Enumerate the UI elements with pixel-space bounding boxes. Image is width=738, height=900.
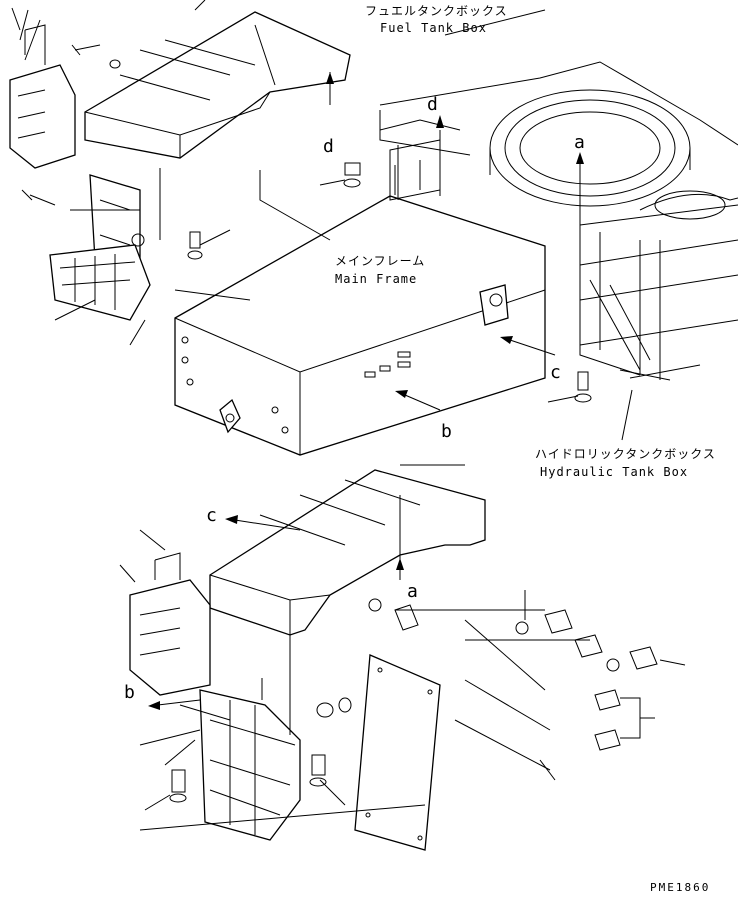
fuel-tank-box-label-en: Fuel Tank Box	[380, 21, 487, 35]
callout-b-bottom: b	[124, 682, 135, 703]
top-bolts	[109, 59, 592, 403]
top-tank-cover	[84, 11, 351, 159]
fuel-tank-box-label-jp: フュエルタンクボックス	[365, 4, 508, 18]
bottom-tank-cover	[209, 469, 486, 636]
callout-a-bottom: a	[407, 581, 418, 602]
callout-b-top: b	[441, 421, 452, 442]
callout-d-2: d	[427, 94, 438, 115]
callout-a-top: a	[574, 132, 585, 153]
slewing-ring	[379, 61, 738, 220]
callout-d-1: d	[323, 136, 334, 157]
bottom-left-parts	[129, 552, 327, 841]
bottom-arrows	[148, 515, 404, 710]
hydraulic-tank-box-structure	[579, 204, 738, 381]
main-frame-label-en: Main Frame	[335, 272, 417, 286]
top-leader-lines	[11, 0, 633, 441]
callout-c-top: c	[550, 362, 561, 383]
hydraulic-tank-box-label-jp: ハイドロリックタンクボックス	[535, 447, 716, 461]
callout-c-bottom: c	[206, 505, 217, 526]
hydraulic-tank-box-label-en: Hydraulic Tank Box	[540, 465, 688, 479]
main-frame-label-jp: メインフレーム	[335, 254, 425, 268]
top-arrows	[326, 72, 584, 411]
main-frame	[174, 195, 546, 456]
top-left-parts	[9, 24, 151, 321]
bottom-leader-lines	[119, 464, 686, 831]
fuel-tank-box-structure	[379, 119, 461, 201]
cover-plate	[354, 654, 441, 851]
drawing-code: PME1860	[650, 881, 710, 894]
